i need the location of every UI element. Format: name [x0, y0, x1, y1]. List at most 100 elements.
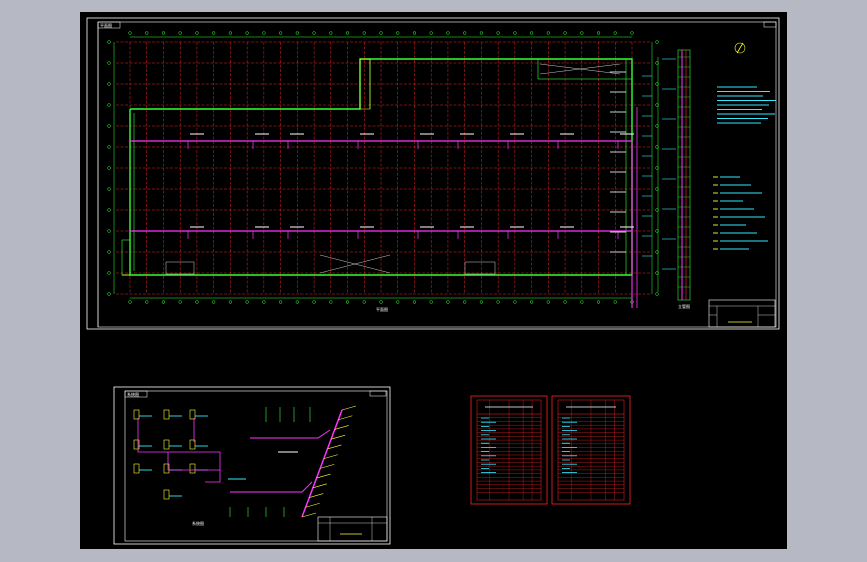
main-sheet-inner-border: [97, 21, 777, 328]
axis-bubble-bottom: [580, 300, 584, 304]
riser-branch: [320, 464, 335, 469]
riser-column-caption: 立管图: [678, 303, 690, 309]
axis-bubble-left: [107, 145, 111, 149]
shaft-box: [359, 58, 371, 110]
plan-bottom-caption: 平面图: [376, 306, 388, 312]
axis-bubble-left: [107, 61, 111, 65]
axis-bubble-top: [596, 31, 601, 35]
main-title-block: [708, 299, 776, 328]
axis-bubble-right: [655, 271, 659, 275]
riser-branch: [301, 512, 317, 518]
sys-sheet-top-tab-label: 系统图: [127, 391, 139, 397]
plan-annotations: [122, 58, 652, 276]
axis-bubble-top: [529, 31, 534, 35]
axis-bubble-left: [107, 271, 111, 275]
equipment-box: [165, 261, 195, 275]
riser-branch: [341, 405, 357, 411]
axis-bubble-right: [655, 166, 659, 170]
axis-bubble-bottom: [429, 300, 433, 304]
axis-bubble-top: [429, 31, 433, 35]
sys-sheet-outer-border: [113, 386, 391, 545]
axis-bubble-top: [329, 31, 333, 35]
axis-bubble-top: [630, 31, 634, 35]
equipment-box: [464, 261, 496, 275]
axis-bubble-bottom: [563, 300, 567, 304]
axis-bubble-bottom: [546, 300, 550, 304]
axis-bubble-left: [107, 82, 111, 86]
riser-branch: [327, 444, 342, 450]
axis-bubble-bottom: [178, 300, 182, 304]
main-sheet-top-tab-label: 平面图: [100, 22, 112, 28]
equipment-schedules: [470, 395, 631, 505]
axis-bubble-right: [655, 82, 659, 86]
equipment-unit: [189, 463, 196, 474]
axis-bubble-top: [580, 31, 584, 35]
axis-bubble-left: [107, 187, 111, 191]
axis-bubble-bottom: [278, 300, 283, 304]
axis-bubble-top: [496, 31, 500, 35]
riser-branch: [323, 454, 338, 459]
system-diagram-content: [133, 405, 357, 518]
system-branch-pipe: [167, 452, 220, 471]
axis-bubble-bottom: [195, 300, 199, 304]
plan-axis-bubbles: [107, 31, 659, 304]
axis-bubble-bottom: [463, 300, 467, 304]
riser-branch: [338, 415, 353, 421]
equipment-unit: [163, 439, 170, 450]
sys-caption: 系统图: [192, 520, 204, 526]
lower-horizontal-main: [230, 481, 313, 493]
plan-walls: [121, 58, 633, 276]
axis-bubble-right: [655, 61, 659, 65]
axis-bubble-top: [128, 31, 132, 35]
axis-bubble-left: [107, 229, 111, 233]
axis-bubble-bottom: [345, 300, 350, 304]
axis-bubble-left: [107, 40, 111, 44]
axis-bubble-top: [345, 31, 350, 35]
axis-bubble-top: [446, 31, 450, 35]
axis-bubble-bottom: [596, 300, 601, 304]
axis-bubble-bottom: [479, 300, 484, 304]
axis-bubble-bottom: [496, 300, 500, 304]
axis-bubble-bottom: [446, 300, 450, 304]
axis-bubble-bottom: [362, 300, 366, 304]
equipment-unit: [133, 439, 140, 450]
main-sheet-corner-tab: [763, 21, 777, 28]
equipment-unit: [189, 439, 196, 450]
axis-bubble-left: [107, 208, 111, 212]
axis-bubble-bottom: [128, 300, 132, 304]
axis-bubble-bottom: [262, 300, 266, 304]
system-diagram-sheet: 系统图 系统图: [113, 386, 391, 545]
riser-branch: [331, 434, 346, 440]
schedule-right: [551, 395, 631, 505]
axis-bubble-bottom: [396, 300, 400, 304]
axis-bubble-top: [379, 31, 383, 35]
sys-sheet-top-tab: [124, 390, 148, 398]
axis-bubble-bottom: [245, 300, 249, 304]
axis-bubble-left: [107, 124, 111, 128]
main-sheet-top-tab: [97, 21, 121, 29]
schedule-left: [470, 395, 548, 505]
axis-bubble-bottom: [161, 300, 166, 304]
axis-bubble-left: [107, 166, 111, 170]
main-sheet-outer-border: [86, 17, 780, 330]
axis-bubble-bottom: [145, 300, 149, 304]
axis-bubble-top: [228, 31, 233, 35]
axis-bubble-top: [245, 31, 249, 35]
axis-bubble-left: [107, 103, 111, 107]
axis-bubble-bottom: [312, 300, 316, 304]
axis-bubble-top: [563, 31, 567, 35]
equipment-unit: [189, 409, 196, 420]
axis-bubble-top: [412, 31, 417, 35]
plan-grid: [113, 36, 653, 299]
axis-bubble-bottom: [212, 300, 216, 304]
north-arrow-icon: [734, 42, 746, 54]
axis-bubble-top: [278, 31, 283, 35]
axis-bubble-top: [145, 31, 149, 35]
axis-bubble-bottom: [379, 300, 383, 304]
riser-branch: [312, 483, 327, 489]
equipment-unit: [163, 409, 170, 420]
axis-bubble-top: [396, 31, 400, 35]
cross-hatch: [539, 63, 621, 75]
axis-bubble-bottom: [513, 300, 517, 304]
riser-column: 立管图: [657, 49, 691, 309]
